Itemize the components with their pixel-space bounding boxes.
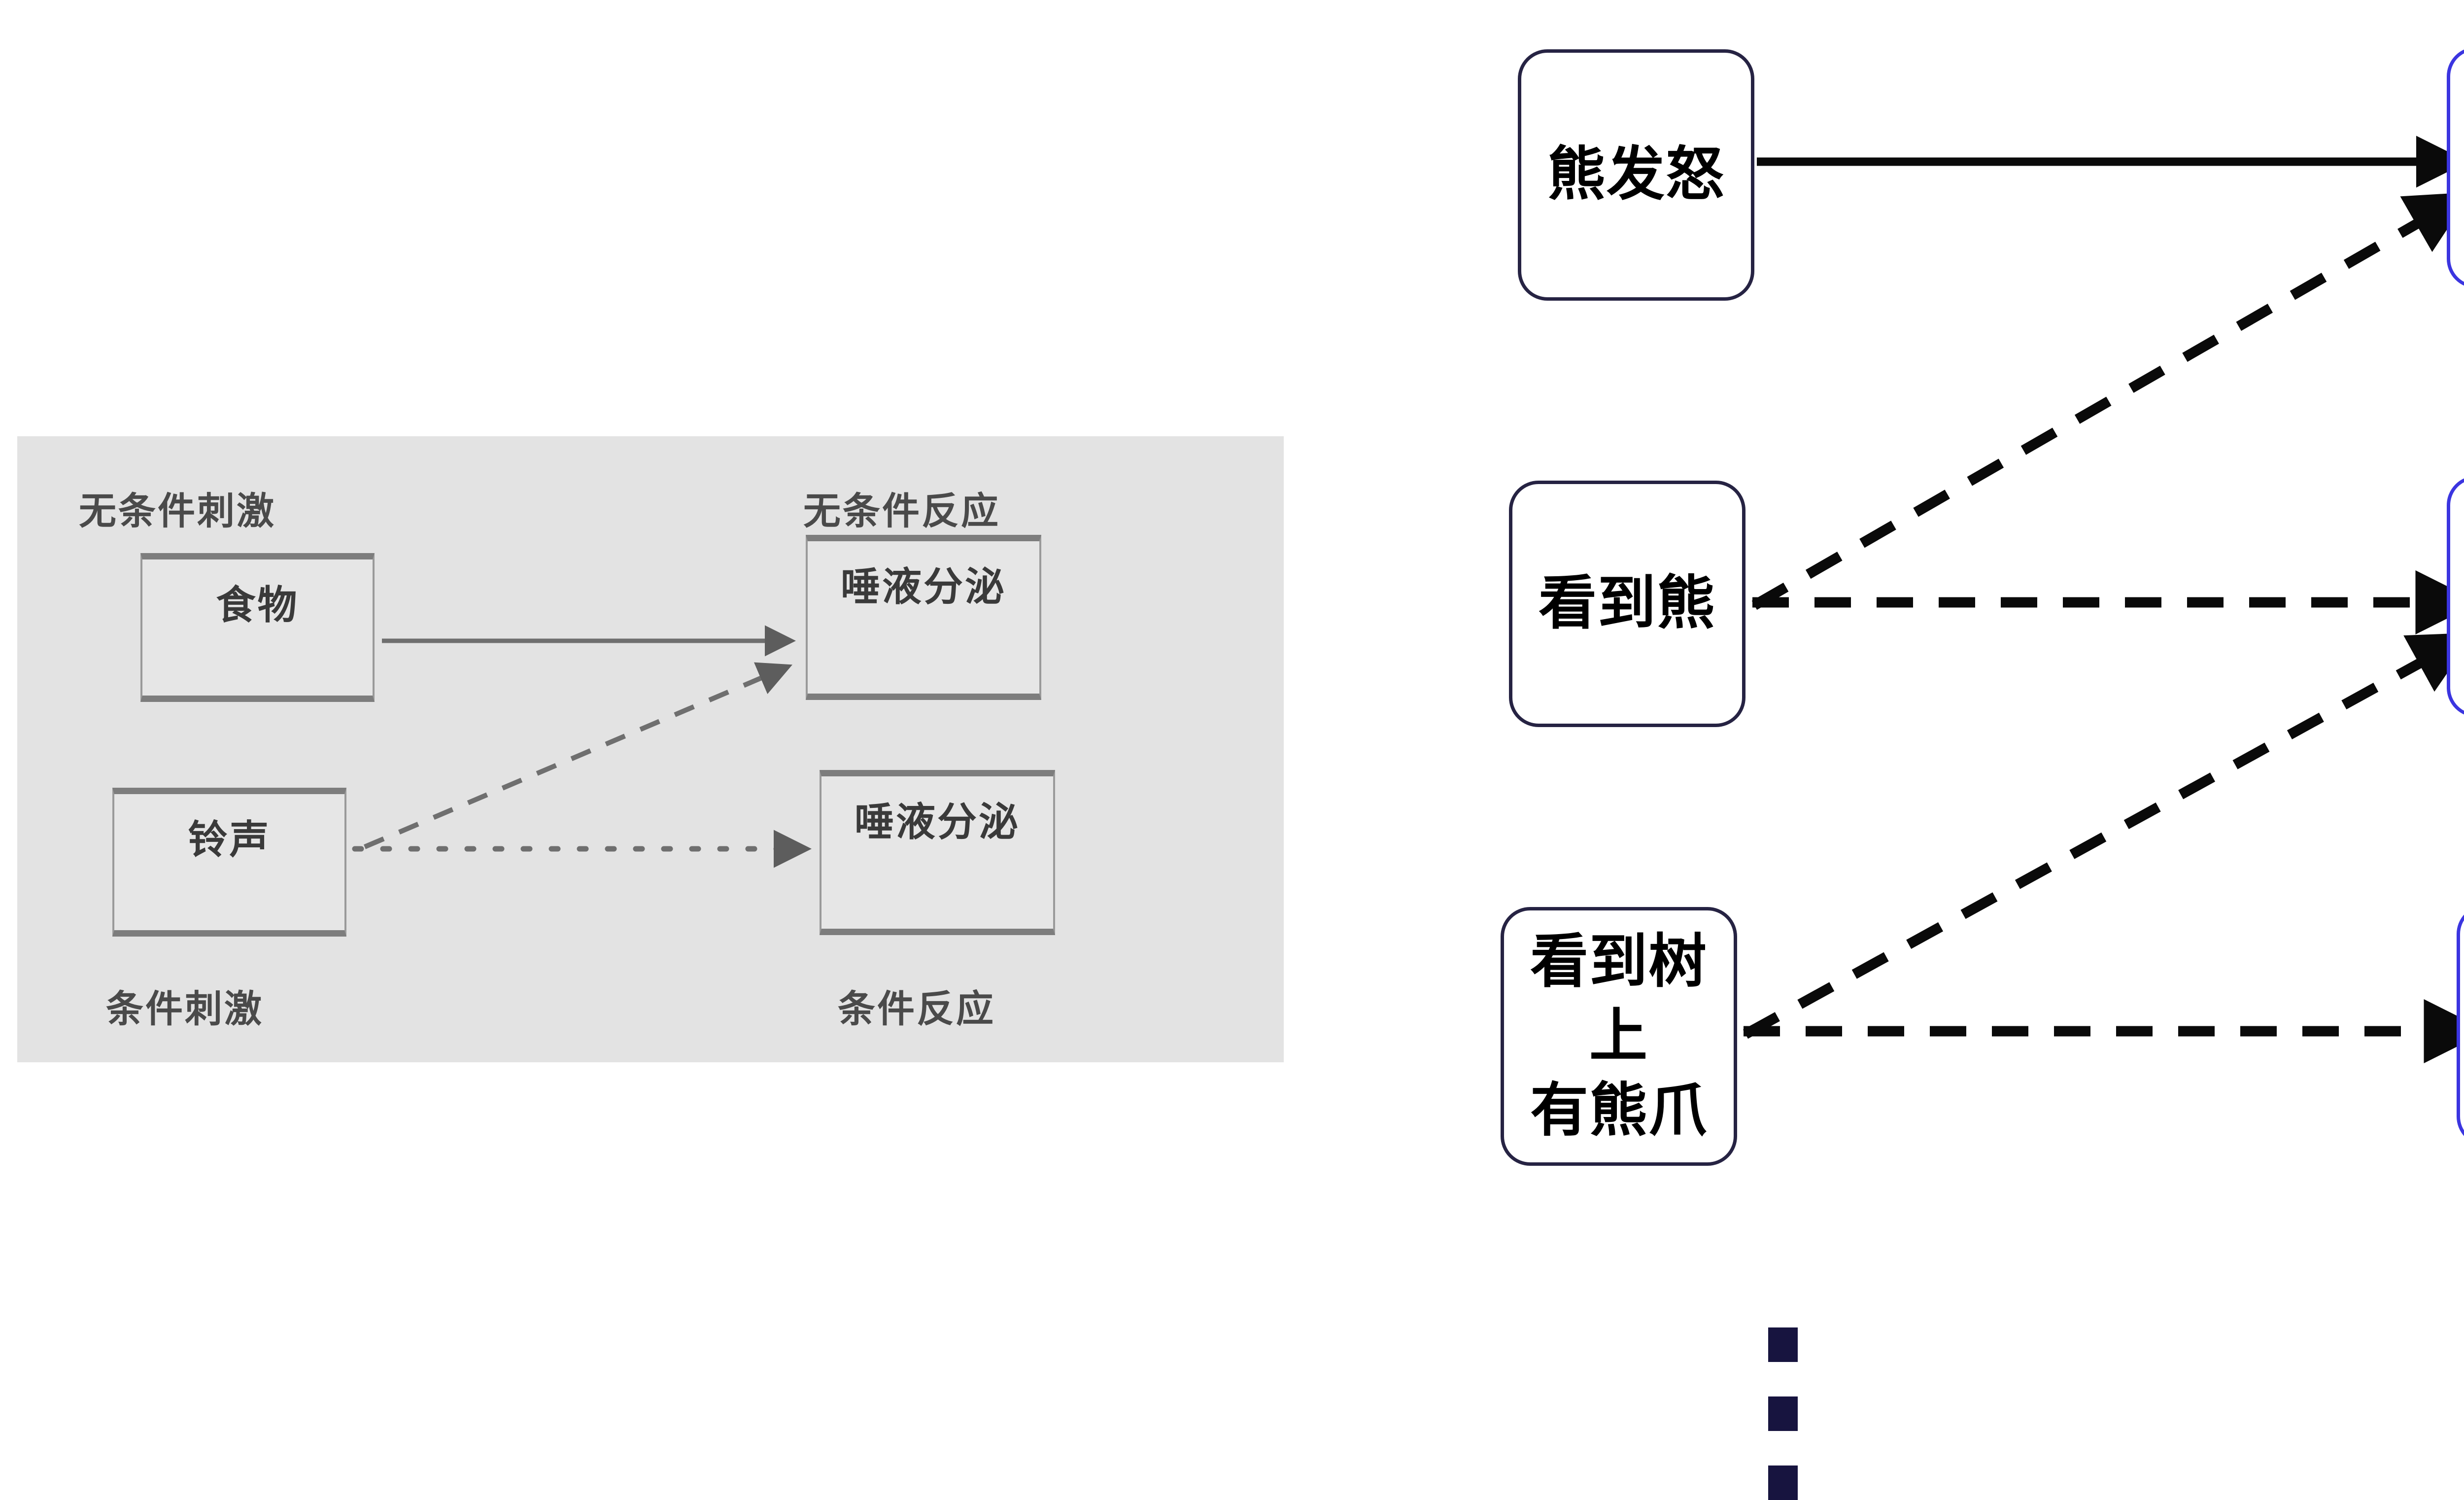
classical-conditioning-panel bbox=[17, 436, 1284, 1062]
node-bear-anger[interactable]: 熊发怒 bbox=[1518, 49, 1754, 301]
ellipsis-dot bbox=[1768, 1465, 1798, 1500]
cc-box-food-label: 食物 bbox=[216, 583, 299, 627]
rl-edge-see-bear-to-reward bbox=[1751, 192, 2464, 610]
node-bear-anger-label: 熊发怒 bbox=[1547, 142, 1725, 208]
cc-box-salivation-bottom: 唾液分泌 bbox=[820, 770, 1055, 935]
cc-box-bell-label: 铃声 bbox=[188, 818, 271, 862]
cc-arrow-bell-to-salivation-top bbox=[364, 662, 793, 849]
node-see-bear[interactable]: 看到熊 bbox=[1509, 481, 1745, 727]
ellipsis-left-column bbox=[1768, 1327, 1798, 1500]
rl-edge-bear-paw-to-v-s-next bbox=[1743, 632, 2464, 1039]
label-conditioned-stimulus: 条件刺激 bbox=[106, 988, 264, 1030]
node-see-bear-label: 看到熊 bbox=[1538, 571, 1716, 636]
label-unconditioned-stimulus: 无条件刺激 bbox=[79, 490, 276, 532]
ellipsis-dot bbox=[1768, 1327, 1798, 1362]
node-v-s[interactable]: V(s) bbox=[2457, 905, 2464, 1146]
cc-box-salivation-top-label: 唾液分泌 bbox=[841, 565, 1006, 609]
label-conditioned-response: 条件反应 bbox=[838, 988, 995, 1030]
cc-box-salivation-bottom-label: 唾液分泌 bbox=[855, 800, 1020, 844]
node-bear-paw[interactable]: 看到树上 有熊爪 bbox=[1501, 907, 1737, 1166]
node-bear-paw-label: 看到树上 有熊爪 bbox=[1530, 929, 1708, 1144]
ellipsis-dot bbox=[1768, 1396, 1798, 1431]
cc-box-food: 食物 bbox=[140, 553, 375, 702]
node-v-s-next[interactable]: V(s′) bbox=[2447, 476, 2464, 717]
node-reward[interactable]: 奖励 bbox=[2447, 47, 2464, 288]
label-unconditioned-response: 无条件反应 bbox=[803, 490, 1000, 532]
cc-box-salivation-top: 唾液分泌 bbox=[806, 535, 1041, 700]
cc-box-bell: 铃声 bbox=[112, 788, 346, 937]
